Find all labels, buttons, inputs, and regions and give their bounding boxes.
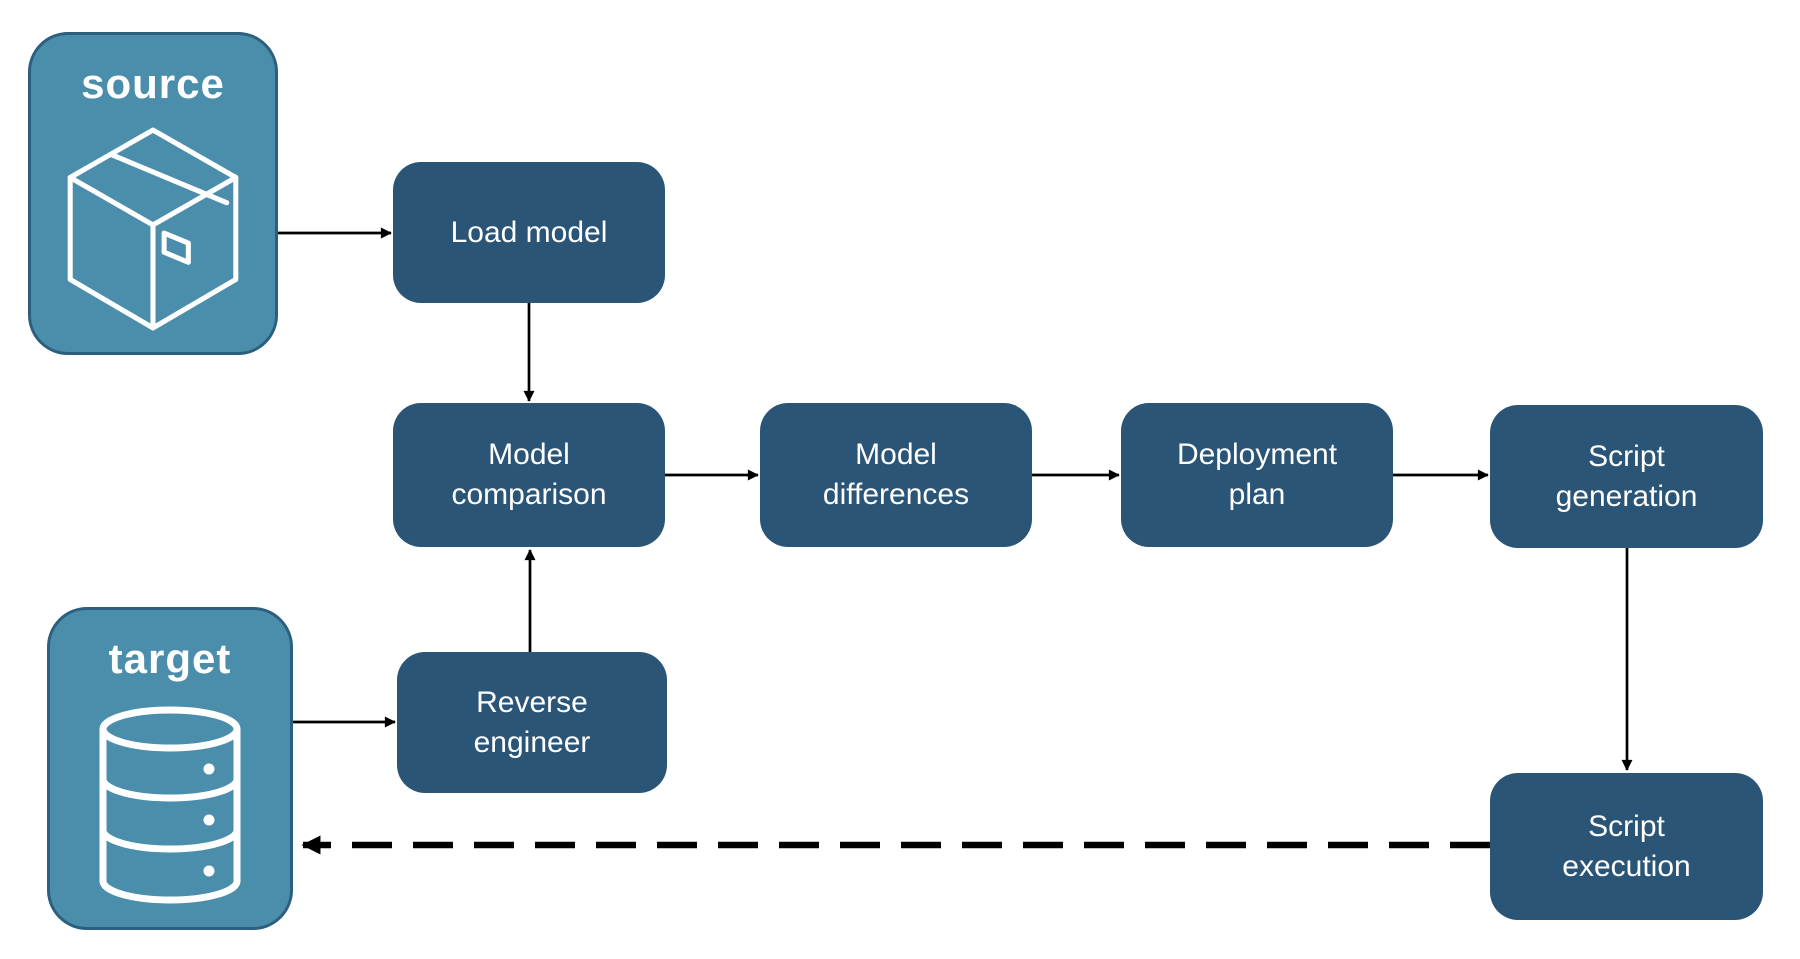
source-label: source (81, 60, 225, 107)
node-reverse-engineer: Reverse engineer (397, 652, 667, 793)
target-label: target (108, 635, 232, 682)
database-icon (50, 682, 290, 927)
node-label: Load model (450, 215, 608, 249)
node-model-differences: Model differences (760, 403, 1032, 547)
package-icon (31, 107, 275, 352)
node-label: Deployment plan (1176, 438, 1338, 511)
node-deployment-plan: Deployment plan (1121, 403, 1393, 547)
node-label: Model differences (822, 438, 970, 511)
node-label: Script generation (1555, 439, 1698, 513)
node-model-comparison: Model comparison (393, 403, 665, 547)
node-script-execution: Script execution (1490, 773, 1763, 920)
node-label: Reverse engineer (473, 685, 591, 759)
node-script-generation: Script generation (1490, 405, 1763, 548)
node-label: Script execution (1562, 809, 1691, 883)
node-label: Model comparison (451, 438, 607, 511)
node-load-model: Load model (393, 162, 665, 303)
endpoint-source: source (28, 32, 278, 355)
endpoint-target: target (47, 607, 293, 930)
